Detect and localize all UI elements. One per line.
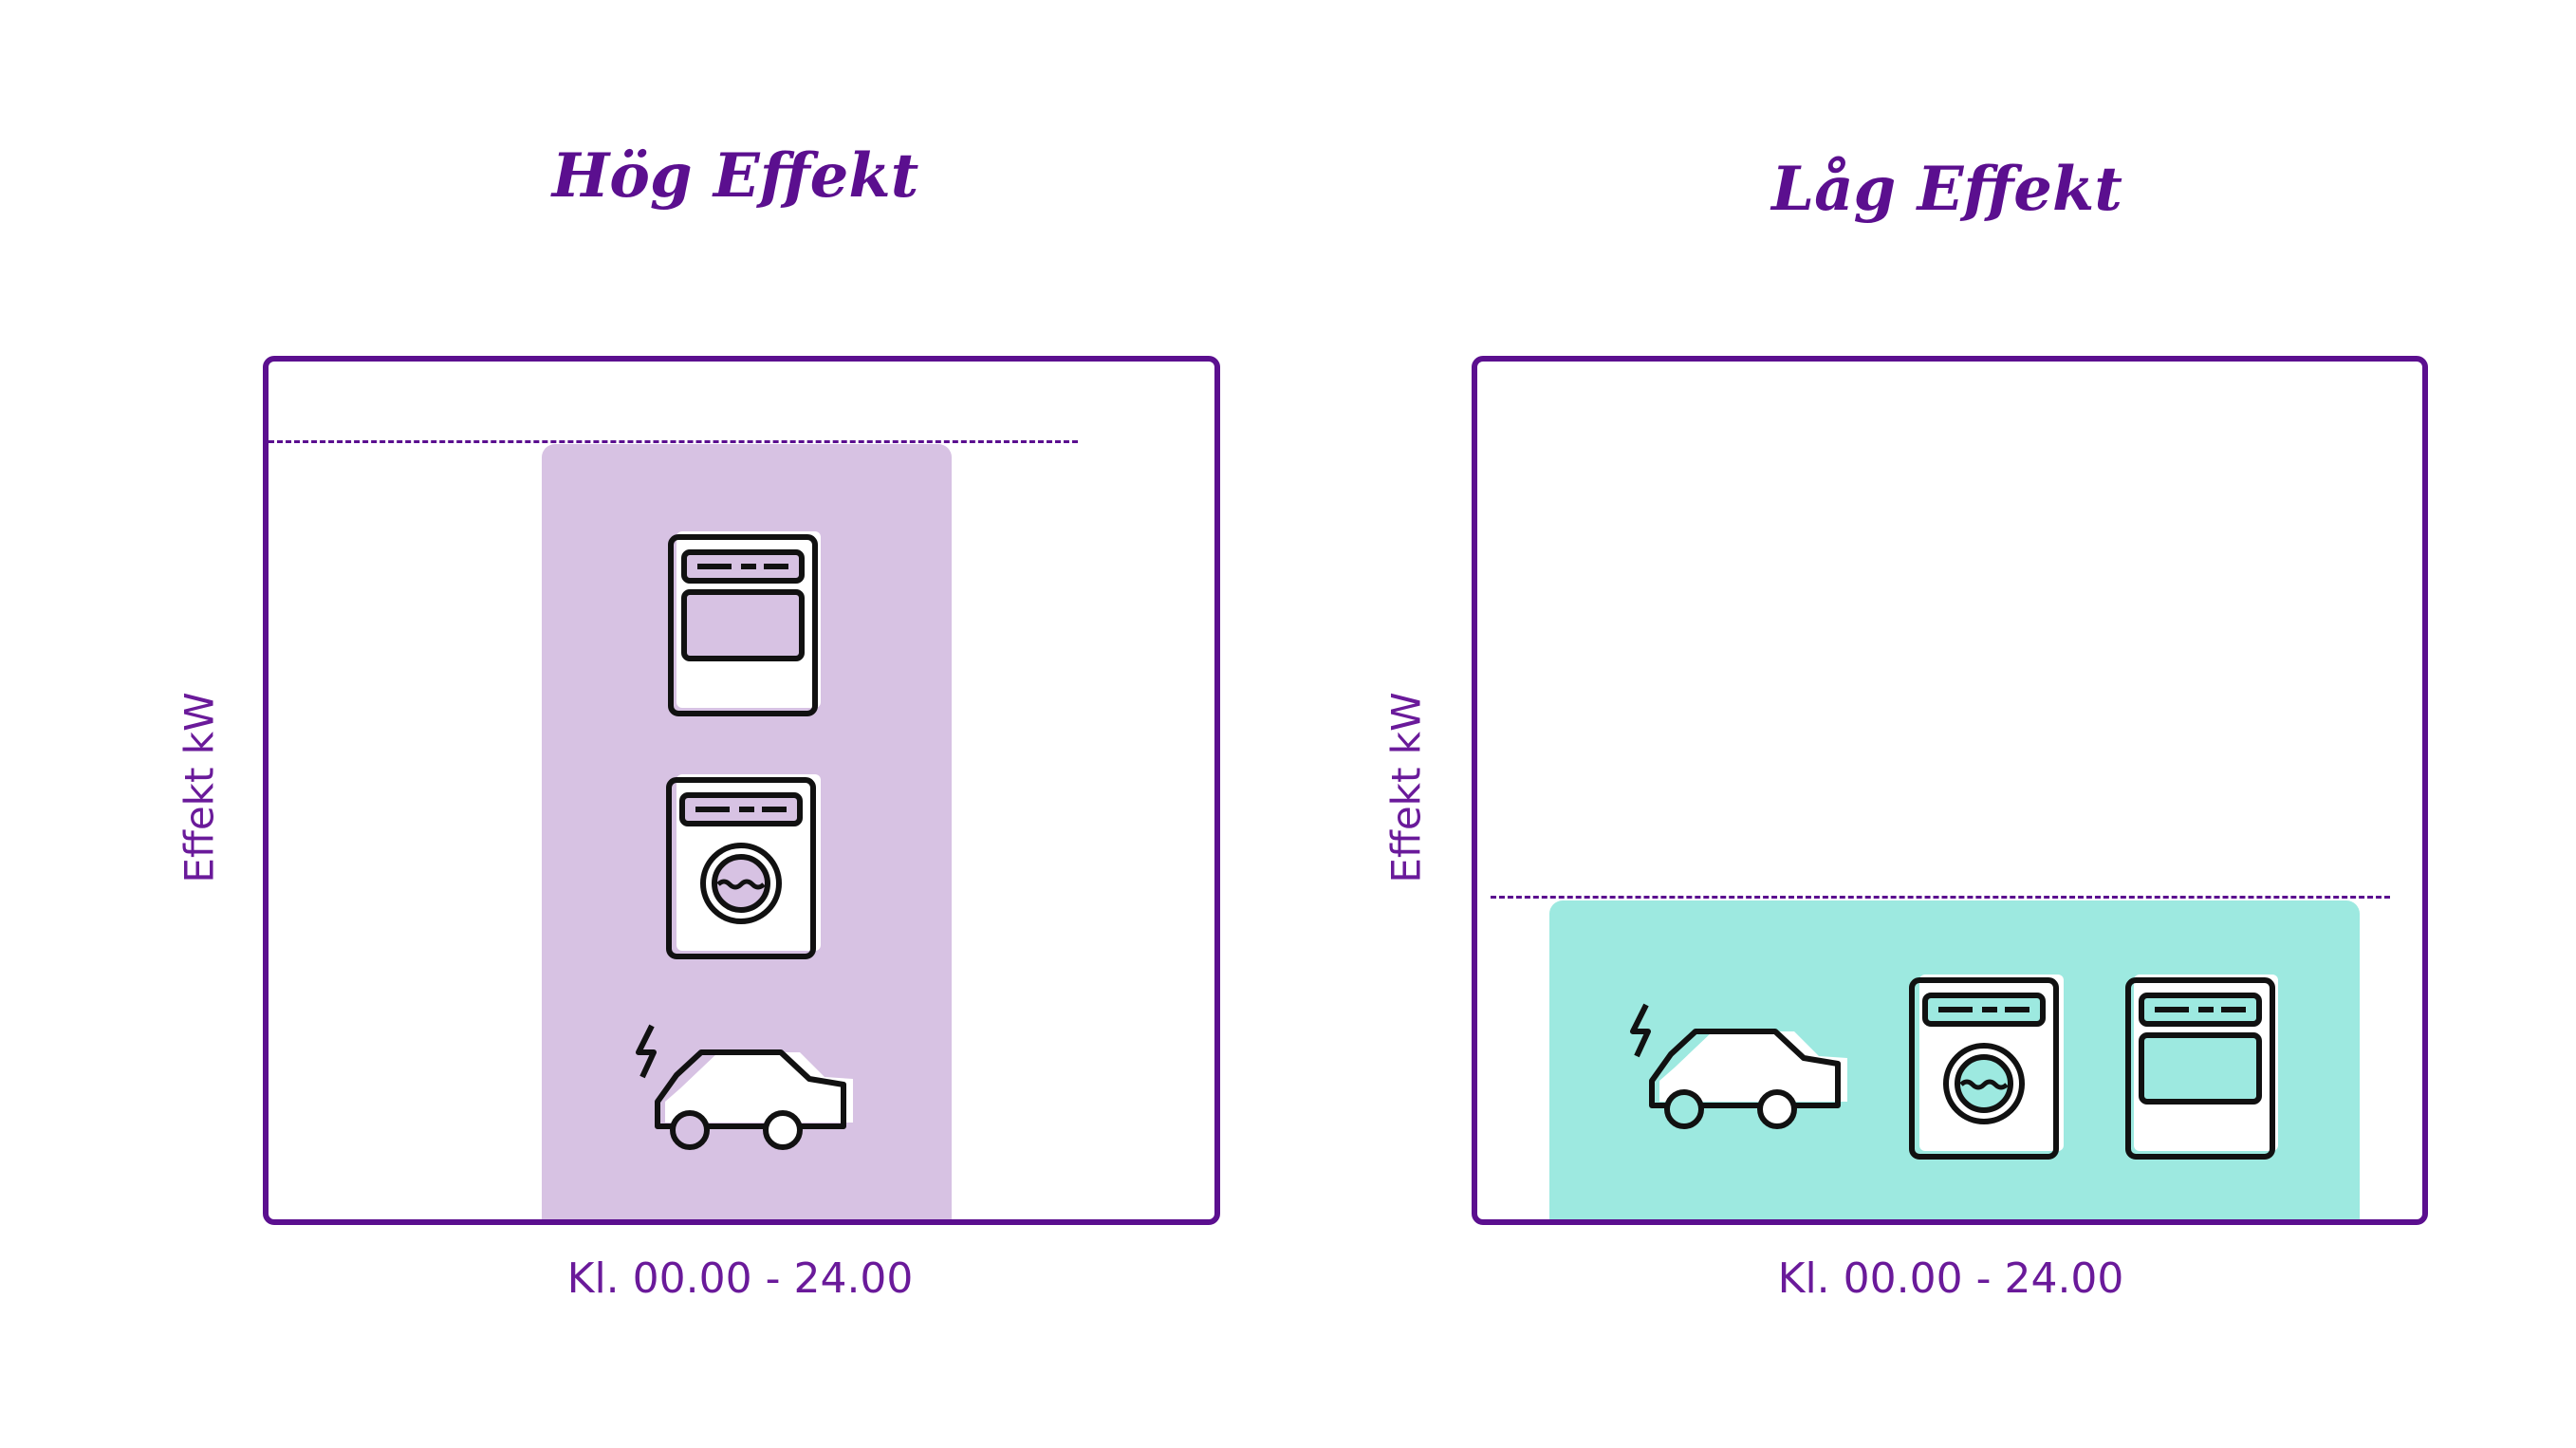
- y-axis-label-high: Effekt kW: [176, 692, 223, 883]
- x-axis-label-high: Kl. 00.00 - 24.00: [566, 1254, 914, 1303]
- oven-icon: [2124, 973, 2286, 1162]
- chart-frame-high: [263, 356, 1220, 1225]
- oven-icon: [667, 529, 828, 719]
- panel-title-low: Låg Effekt: [1771, 154, 2122, 225]
- peak-line-low: [1491, 896, 2390, 899]
- y-axis-label-low: Effekt kW: [1382, 692, 1430, 883]
- electric-car-icon: [1623, 1003, 1851, 1138]
- x-axis-label-low: Kl. 00.00 - 24.00: [1777, 1254, 2124, 1303]
- panel-title-high: Hög Effekt: [551, 140, 919, 212]
- washing-machine-icon: [1908, 973, 2069, 1162]
- electric-car-icon: [629, 1024, 857, 1159]
- chart-frame-low: [1472, 356, 2428, 1225]
- washing-machine-icon: [665, 772, 826, 962]
- peak-line-high: [269, 440, 1078, 443]
